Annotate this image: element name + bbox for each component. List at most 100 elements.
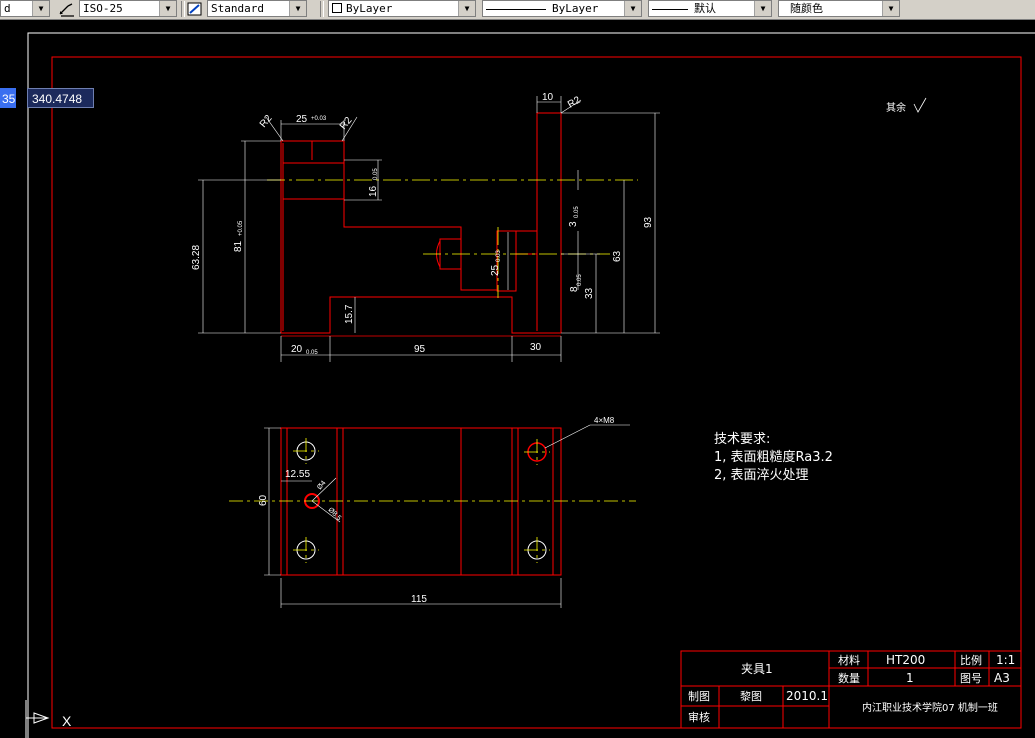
roughness-symbol-icon (913, 97, 927, 113)
dim-text-3: 3 (568, 221, 579, 227)
dim-text-30: 30 (530, 342, 542, 353)
drawing-canvas[interactable]: 25 +0.03 R2 R2 10 R2 16 0.05 63.28 81 +0… (0, 19, 1035, 738)
drawing-no-label: 图号 (960, 672, 982, 685)
dim-text-15-7: 15.7 (344, 304, 355, 324)
scale-label: 比例 (960, 653, 982, 667)
dimension-style-combo[interactable]: ISO-25 ▼ (79, 0, 177, 17)
drawn-label: 制图 (688, 690, 710, 703)
roughness-label: 其余 (886, 101, 906, 114)
front-left-profile (280, 112, 562, 333)
dim-text-93: 93 (643, 216, 654, 228)
chevron-down-icon[interactable]: ▼ (32, 1, 49, 16)
ucs-x-label: X (62, 713, 72, 729)
drawing-no-value: A3 (994, 671, 1010, 685)
color-layer-combo[interactable]: ByLayer ▼ (328, 0, 476, 17)
dim-leader-r2r (341, 116, 358, 142)
table-style-combo[interactable]: Standard ▼ (207, 0, 307, 17)
front-dimensions (198, 96, 660, 362)
leader-small (311, 477, 337, 502)
dynamic-input-y[interactable]: 340.4748 (27, 88, 94, 108)
checked-label: 审核 (688, 710, 710, 724)
dim-text-63-28: 63.28 (191, 245, 202, 270)
qty-label: 数量 (838, 672, 860, 685)
table-style-icon-svg (187, 2, 202, 16)
notes-title: 技术要求: (714, 432, 770, 447)
dynamic-input-x[interactable]: 35 (0, 88, 16, 108)
chevron-down-icon[interactable]: ▼ (882, 1, 899, 16)
chevron-down-icon[interactable]: ▼ (289, 1, 306, 16)
drawn-date: 2010.1 (786, 689, 828, 703)
front-pin-head (496, 230, 517, 292)
dim-text-20-tol: 0.05 (306, 350, 318, 356)
dimension-style-value: ISO-25 (83, 2, 123, 15)
leader-small2 (311, 500, 341, 523)
table-style-icon[interactable] (186, 1, 204, 17)
properties-toolbar: d ▼ ISO-25 ▼ Standard ▼ ByLayer ▼ ByLaye… (0, 0, 1035, 20)
dimension-style-icon[interactable] (58, 1, 76, 17)
notes-line-2: 2, 表面淬火处理 (714, 468, 809, 483)
dim-text-33: 33 (584, 287, 595, 299)
scale-value: 1:1 (996, 653, 1015, 667)
title-block-frame (680, 650, 1022, 729)
top-view-holes (296, 441, 547, 560)
dim-text-3-tol: 0.05 (574, 206, 580, 218)
dim-text-115: 115 (411, 594, 427, 605)
title-block-text: 夹具1 材料 HT200 比例 1:1 数量 1 图号 A3 制图 黎图 201… (688, 653, 1015, 724)
front-dim-text: 25 +0.03 R2 R2 10 R2 16 0.05 63.28 81 +0… (191, 92, 654, 356)
school-name: 内江职业技术学院07 机制一班 (862, 701, 998, 714)
dim-text-25-mid: 25 (490, 264, 501, 276)
linetype-combo[interactable]: ByLayer ▼ (482, 0, 642, 17)
material-value: HT200 (886, 653, 925, 667)
toolbar-separator (181, 1, 185, 17)
title-block (680, 650, 1022, 729)
top-dimensions (264, 424, 630, 608)
lineweight-sample-icon (652, 8, 688, 10)
dim-text-60: 60 (258, 494, 269, 506)
dim-text-25-tol: +0.03 (311, 116, 327, 122)
dim-text-r2l: R2 (258, 113, 275, 130)
chevron-down-icon[interactable]: ▼ (159, 1, 176, 16)
dim-text-4m8: 4×M8 (594, 416, 615, 425)
top-centerlines (229, 438, 636, 563)
dim-text-r2r: R2 (338, 115, 355, 132)
dim-text-20: 20 (291, 344, 303, 355)
linetype-value: ByLayer (552, 2, 599, 15)
chevron-down-icon[interactable]: ▼ (624, 1, 641, 16)
ucs-icon (25, 700, 50, 738)
qty-value: 1 (906, 671, 914, 685)
color-swatch-icon (332, 3, 342, 13)
top-outline (280, 427, 562, 576)
chevron-down-icon[interactable]: ▼ (458, 1, 475, 16)
drawn-name: 黎图 (740, 689, 762, 703)
dim-leader-r2l (265, 116, 284, 142)
toolbar-separator (320, 1, 324, 17)
front-bottom-profile (281, 296, 561, 334)
lineweight-combo[interactable]: 默认 ▼ (648, 0, 772, 17)
ucs-arrow-icon (33, 712, 50, 724)
dim-text-95: 95 (414, 344, 426, 355)
dim-text-81-tol: +0.05 (238, 220, 244, 236)
plotstyle-value: 随颜色 (790, 2, 823, 15)
part-name: 夹具1 (741, 662, 773, 676)
top-view (280, 427, 562, 576)
table-style-value: Standard (211, 2, 264, 15)
notes-line-1: 1, 表面粗糙度Ra3.2 (714, 449, 833, 465)
front-view (280, 112, 562, 337)
paper-outer-border (27, 32, 1035, 738)
dim-text-81: 81 (233, 240, 244, 252)
dim-text-8: 8 (569, 286, 580, 292)
chevron-down-icon[interactable]: ▼ (754, 1, 771, 16)
dim-text-63: 63 (612, 250, 623, 262)
dim-leader-r2t (560, 99, 582, 114)
drawing-frame (51, 56, 1022, 729)
dim-text-small1: Ø4 (316, 480, 327, 492)
plotstyle-combo[interactable]: 随颜色 ▼ (778, 0, 900, 17)
dim-text-small2: Ø8.5 (327, 506, 343, 522)
dim-text-8-tol: 0.05 (577, 274, 583, 286)
dim-text-25: 25 (296, 114, 308, 125)
dim-text-12-55: 12.55 (285, 469, 310, 480)
first-combo[interactable]: d ▼ (0, 0, 50, 17)
technical-notes: 技术要求: 1, 表面粗糙度Ra3.2 2, 表面淬火处理 (714, 432, 833, 483)
leader-4m8 (544, 424, 591, 449)
dim-text-16: 16 (368, 185, 379, 197)
